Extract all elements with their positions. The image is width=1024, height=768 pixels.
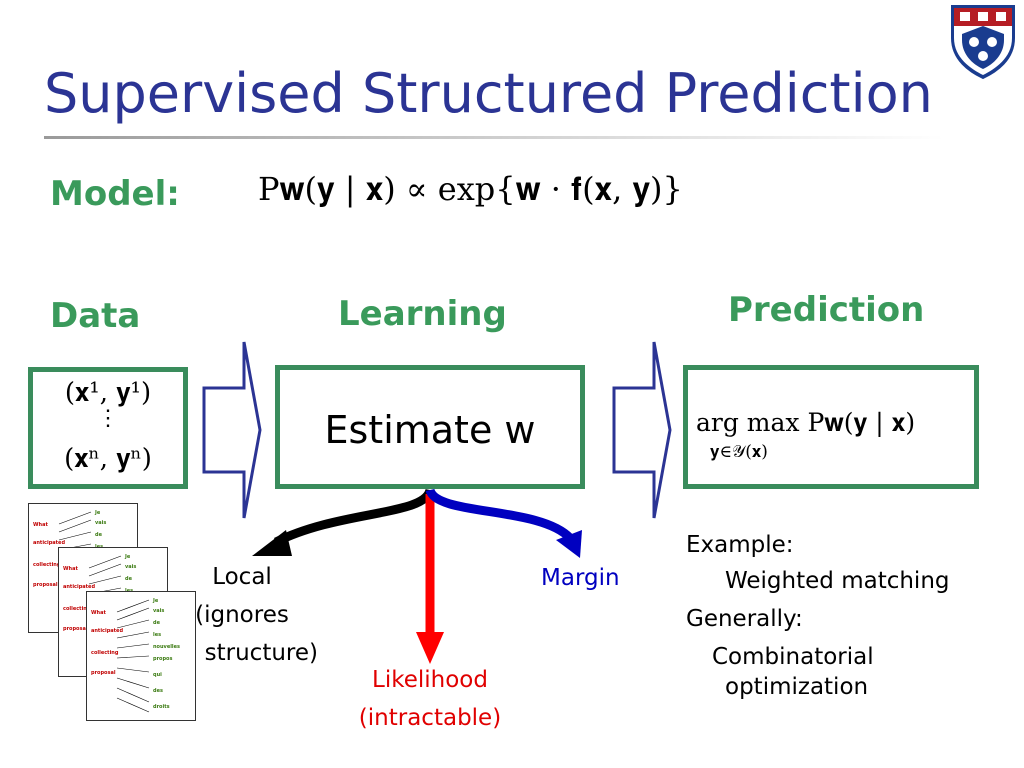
estimate-w-text: Estimate w	[324, 408, 536, 452]
svg-text:Je: Je	[94, 510, 101, 516]
example-label: Example:	[686, 532, 794, 558]
local-ignores-label: (ignores	[195, 602, 289, 628]
data-first-pair: (𝐱¹, 𝐲¹)	[64, 378, 152, 408]
data-last-pair: (𝐱ⁿ, 𝐲ⁿ)	[64, 444, 152, 474]
generally-label: Generally:	[686, 606, 803, 632]
svg-text:de: de	[95, 532, 103, 538]
svg-text:collecting: collecting	[91, 650, 119, 656]
margin-label: Margin	[541, 565, 620, 591]
svg-text:de: de	[153, 620, 161, 626]
data-to-learning-arrow	[202, 341, 262, 519]
svg-text:droits: droits	[153, 704, 170, 710]
svg-text:proposal: proposal	[33, 582, 58, 588]
argmax-subscript: 𝐲∈𝒴(𝐱)	[710, 442, 768, 462]
local-arrowhead	[252, 530, 292, 556]
learning-to-prediction-arrow	[612, 341, 672, 519]
argmax-formula: arg max P𝐰(𝐲 | 𝐱)	[696, 408, 916, 437]
prediction-box: arg max P𝐰(𝐲 | 𝐱) 𝐲∈𝒴(𝐱)	[683, 365, 979, 489]
slide-title: Supervised Structured Prediction	[44, 62, 933, 125]
svg-text:propos: propos	[153, 656, 172, 662]
data-vertical-dots: ⋮	[97, 406, 119, 431]
svg-text:qui: qui	[153, 672, 162, 678]
svg-text:What: What	[91, 610, 106, 616]
prediction-heading: Prediction	[728, 290, 925, 330]
svg-text:nouvelles: nouvelles	[153, 644, 180, 650]
svg-text:vais: vais	[95, 520, 106, 526]
model-label: Model:	[50, 174, 180, 214]
svg-text:anticipated: anticipated	[63, 584, 95, 590]
svg-text:collecting: collecting	[33, 562, 61, 568]
svg-text:What: What	[63, 566, 78, 572]
title-rule	[44, 136, 944, 139]
model-formula: P𝐰(𝐲 | 𝐱) ∝ exp{𝐰 · 𝐟(𝐱, 𝐲)}	[258, 170, 683, 208]
local-arrow	[273, 488, 435, 547]
svg-text:vais: vais	[153, 608, 164, 614]
svg-text:Je: Je	[152, 598, 159, 604]
svg-text:des: des	[153, 688, 163, 694]
alignment-document-stack: What anticipated collecting proposal Je vais…	[28, 503, 198, 721]
svg-text:anticipated: anticipated	[91, 628, 123, 634]
margin-arrowhead	[556, 530, 582, 558]
data-heading: Data	[50, 296, 141, 336]
svg-text:les: les	[153, 632, 161, 638]
local-label: Local	[212, 564, 272, 590]
learning-branch-arrows	[252, 487, 582, 664]
svg-text:de: de	[125, 576, 133, 582]
optimization-text: optimization	[725, 674, 869, 700]
likelihood-arrowhead	[416, 632, 444, 664]
svg-text:proposal: proposal	[63, 626, 88, 632]
learning-box: Estimate w	[275, 365, 585, 489]
combinatorial-text: Combinatorial	[712, 644, 874, 670]
svg-text:collecting: collecting	[63, 606, 91, 612]
svg-text:What: What	[33, 522, 48, 528]
likelihood-label: Likelihood	[372, 667, 488, 693]
svg-text:proposal: proposal	[91, 670, 116, 676]
local-structure-label: structure)	[204, 640, 318, 666]
university-shield-logo	[951, 5, 1015, 80]
margin-arrow	[425, 487, 574, 542]
data-box: (𝐱¹, 𝐲¹) ⋮ (𝐱ⁿ, 𝐲ⁿ)	[28, 367, 188, 489]
svg-text:vais: vais	[125, 564, 136, 570]
alignment-document: What anticipated collecting proposal Je vais…	[86, 591, 196, 721]
weighted-matching-text: Weighted matching	[725, 568, 950, 594]
intractable-label: (intractable)	[358, 705, 502, 731]
svg-text:Je: Je	[124, 554, 131, 560]
svg-text:anticipated: anticipated	[33, 540, 65, 546]
learning-heading: Learning	[338, 294, 507, 334]
